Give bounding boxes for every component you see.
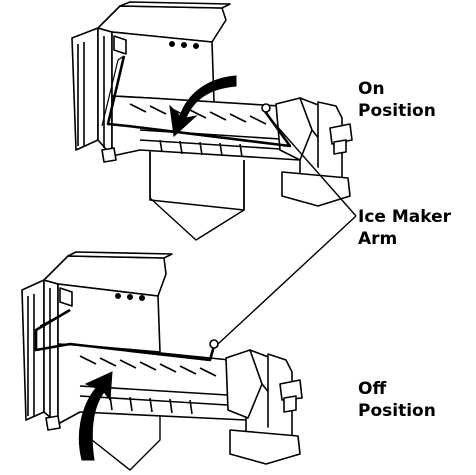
off-position-label: Off Position	[358, 378, 436, 422]
curved-arrow-down-icon	[169, 75, 237, 138]
curved-arrow-up-icon	[78, 371, 113, 461]
ice-maker-off-illustration	[21, 251, 303, 471]
off-position-label-line-2: Position	[358, 401, 436, 421]
on-position-label: On Position	[358, 78, 436, 122]
ice-maker-arm-leader-lines	[217, 115, 357, 345]
on-position-label-line-2: Position	[358, 101, 436, 121]
on-position-label-line-1: On	[358, 79, 385, 99]
ice-maker-arm-label-line-1: Ice Maker	[358, 207, 452, 227]
ice-maker-on-illustration	[71, 1, 353, 241]
off-position-label-line-1: Off	[358, 379, 387, 399]
ice-maker-arm-label: Ice Maker Arm	[358, 206, 451, 250]
ice-maker-arm-label-line-2: Arm	[358, 229, 398, 249]
